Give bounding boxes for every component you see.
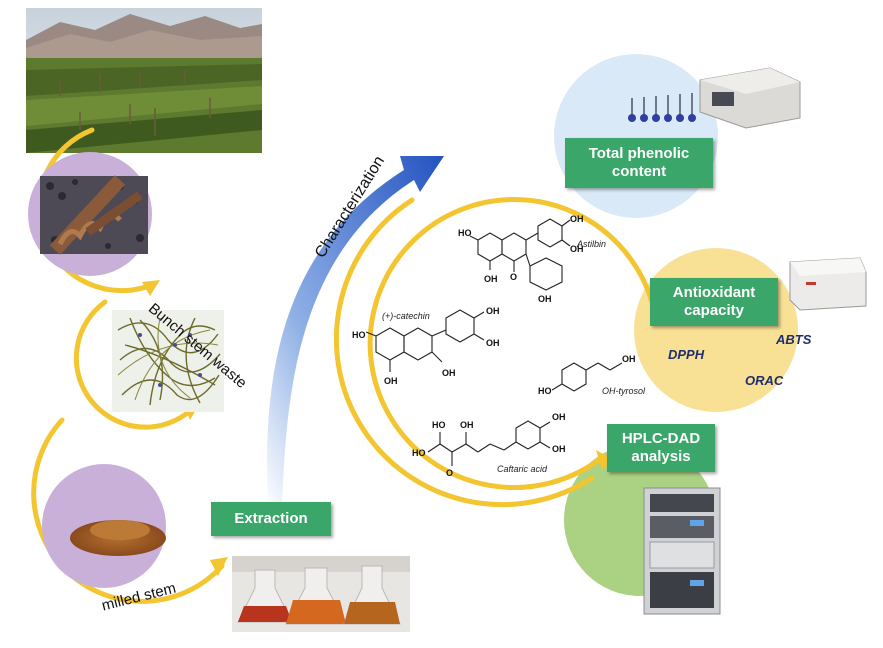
structure-atom-label: HO [538,386,552,396]
vineyard-photo [26,8,262,153]
hplc-box: HPLC-DAD analysis [607,424,715,472]
structure-atom-label: HO [412,448,426,458]
structure-atom-label: OH [538,294,552,304]
tyrosol-structure [551,362,623,392]
milled-stem-photo [42,464,166,588]
antioxidant-label-line1: Antioxidant [672,284,756,301]
cycle-arrowhead-3 [210,557,228,576]
catechin-label: (+)-catechin [382,311,430,321]
abts-label: ABTS [776,332,812,347]
flasks-photo [232,556,410,632]
caftaric-label: Caftaric acid [497,464,548,474]
tpc-circle [554,54,718,218]
structure-atom-label: HO [432,420,446,430]
antioxidant-label-line2: capacity [683,302,745,319]
structure-atom-label: HO [458,228,472,238]
tpc-label-line2: content [611,163,667,180]
plate-reader-photo [789,257,867,311]
central-ring [333,197,655,508]
caftaric-structure [427,420,551,466]
structure-atom-label: OH [384,376,398,386]
structure-atom-label: OH [570,214,584,224]
astilbin-structure [469,218,571,291]
hplc-instrument-photo [643,487,721,615]
structure-atom-label: OH [460,420,474,430]
structure-atom-label: OH [622,354,636,364]
structure-atom-label: OH [570,244,584,254]
stems-photo [112,310,224,412]
structure-atom-label: OH [442,368,456,378]
crusher-photo [28,152,152,276]
hplc-label-line1: HPLC-DAD [621,430,701,447]
hplc-label-line2: analysis [631,448,691,465]
astilbin-label: Astilbin [577,239,607,249]
structure-atom-label: OH [484,274,498,284]
ring-arrowhead [596,450,614,470]
extraction-box: Extraction [211,502,331,536]
extraction-label: Extraction [234,510,308,527]
antioxidant-box: Antioxidant capacity [650,278,778,326]
structure-atom-label: HO [352,330,366,340]
structure-atom-label: OH [552,444,566,454]
tyrosol-label: OH-tyrosol [602,386,646,396]
cycle-arrowhead-1 [142,280,160,296]
structure-atom-label: OH [486,306,500,316]
structure-atom-label: OH [552,412,566,422]
tpc-label-line1: Total phenolic [588,145,690,162]
tpc-box: Total phenolic content [565,138,713,188]
catechin-structure [365,309,485,372]
orac-label: ORAC [745,373,784,388]
dpph-label: DPPH [668,347,705,362]
structure-atom-label: O [446,468,453,478]
characterization-arrow [266,156,444,508]
structure-atom-label: OH [486,338,500,348]
spectrophotometer-photo [628,67,801,129]
structure-atom-label: O [510,272,517,282]
